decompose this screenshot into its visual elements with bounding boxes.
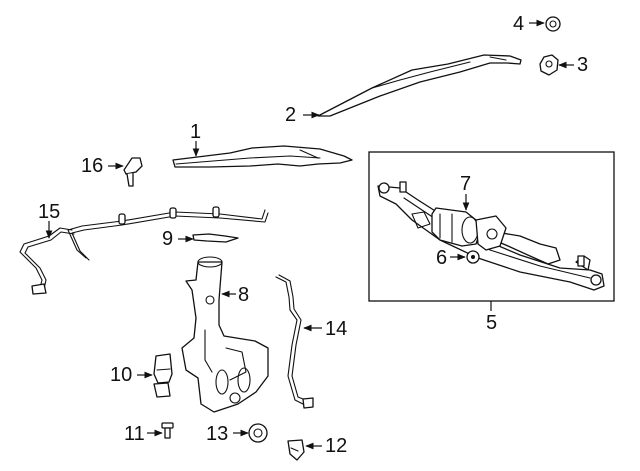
washer-hose-part-15[interactable] xyxy=(19,206,269,295)
callout-9: 9 xyxy=(162,228,173,250)
pump-part-10[interactable] xyxy=(153,353,173,398)
callout-15: 15 xyxy=(38,201,60,223)
bolt-part-11[interactable] xyxy=(161,422,174,439)
callout-11: 11 xyxy=(124,423,145,445)
callout-7: 7 xyxy=(460,173,471,195)
callout-1: 1 xyxy=(190,121,201,143)
callout-16: 16 xyxy=(81,155,103,177)
callout-13: 13 xyxy=(206,423,228,445)
callout-12: 12 xyxy=(325,435,347,457)
bushing-part-6[interactable] xyxy=(466,250,480,264)
callout-4: 4 xyxy=(513,13,524,35)
seal-part-9[interactable] xyxy=(192,233,239,243)
wiper-arm-part-2[interactable] xyxy=(317,54,522,117)
callout-2: 2 xyxy=(285,104,296,126)
nozzle-part-16[interactable] xyxy=(123,157,143,187)
callout-6: 6 xyxy=(436,247,447,269)
callout-8: 8 xyxy=(238,284,249,306)
nut-part-4[interactable] xyxy=(545,16,561,32)
grommet-part-13[interactable] xyxy=(248,423,268,443)
callout-3: 3 xyxy=(577,54,588,76)
callout-14: 14 xyxy=(325,318,347,340)
cap-part-3[interactable] xyxy=(539,54,559,76)
wiper-blade-part-1[interactable] xyxy=(172,145,353,168)
clip-part-12[interactable] xyxy=(287,439,305,461)
callout-10: 10 xyxy=(110,364,132,386)
callout-5: 5 xyxy=(486,312,497,334)
wiper-motor-part-7[interactable] xyxy=(431,207,507,251)
washer-tube-part-14[interactable] xyxy=(275,274,314,409)
reservoir-part-8[interactable] xyxy=(181,256,269,413)
